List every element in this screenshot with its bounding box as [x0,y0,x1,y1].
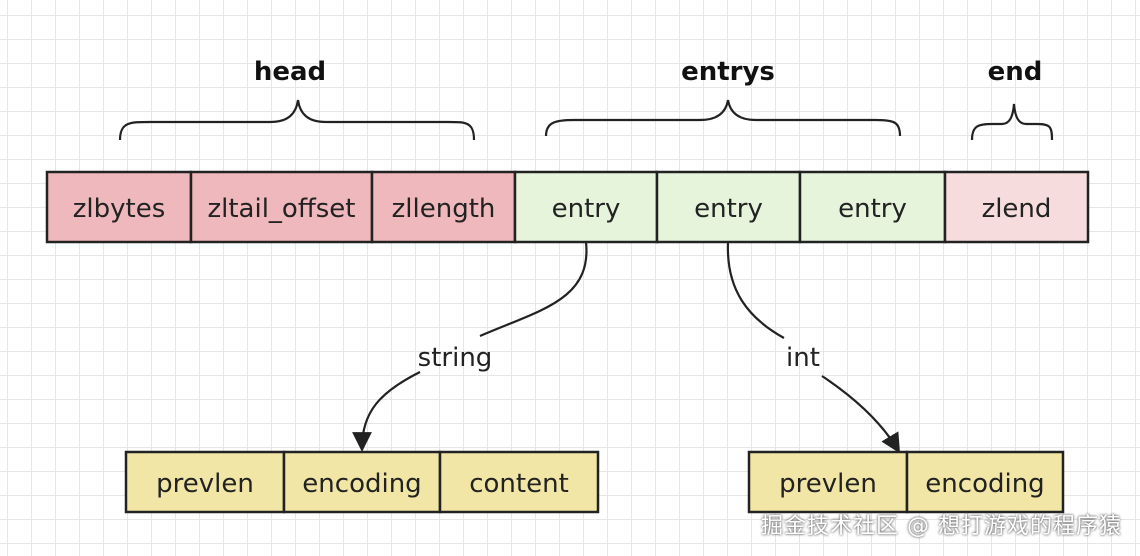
zllength-label: zllength [392,194,496,224]
zlend-label: zlend [982,194,1052,224]
entrys-group-label: entrys [681,57,775,87]
zltail-offset-cell: zltail_offset [189,170,374,244]
end-brace [970,103,1054,141]
string-prevlen-cell: prevlen [124,450,286,514]
head-group-label: head [254,57,326,87]
zlbytes-label: zlbytes [73,194,166,224]
string-edge-label: string [418,343,493,373]
string-connector-arrow [352,371,421,452]
entry-label-2: entry [694,194,763,224]
end-group-label: end [988,57,1043,87]
string-content-cell: content [438,450,600,514]
int-edge-label: int [786,343,820,373]
ziplist-row: zlbytes zltail_offset zllength entry ent… [45,170,1090,244]
string-content-label: content [469,469,569,499]
entry-cell-1: entry [513,170,659,244]
head-brace [118,99,476,141]
watermark: 掘金技术社区 @ 想打游戏的程序猿 [761,514,1122,539]
string-encoding-cell: encoding [282,450,442,514]
int-connector-arrow [821,375,901,454]
int-prevlen-cell: prevlen [747,450,909,514]
string-encoding-label: encoding [302,469,421,499]
int-entry-row: prevlen encoding [747,450,1065,514]
entry-cell-3: entry [798,170,947,244]
zltail-offset-label: zltail_offset [207,194,355,224]
entry-label-3: entry [838,194,907,224]
string-entry-row: prevlen encoding content [124,450,600,514]
int-connector [726,241,785,339]
int-encoding-cell: encoding [905,450,1065,514]
zlend-cell: zlend [943,170,1090,244]
zlbytes-cell: zlbytes [45,170,193,244]
int-prevlen-label: prevlen [779,469,877,499]
string-prevlen-label: prevlen [156,469,254,499]
entry-cell-2: entry [655,170,802,244]
int-encoding-label: encoding [925,469,1044,499]
zllength-cell: zllength [370,170,517,244]
entry-label-1: entry [552,194,621,224]
string-connector [479,241,588,338]
entrys-brace [544,99,902,137]
